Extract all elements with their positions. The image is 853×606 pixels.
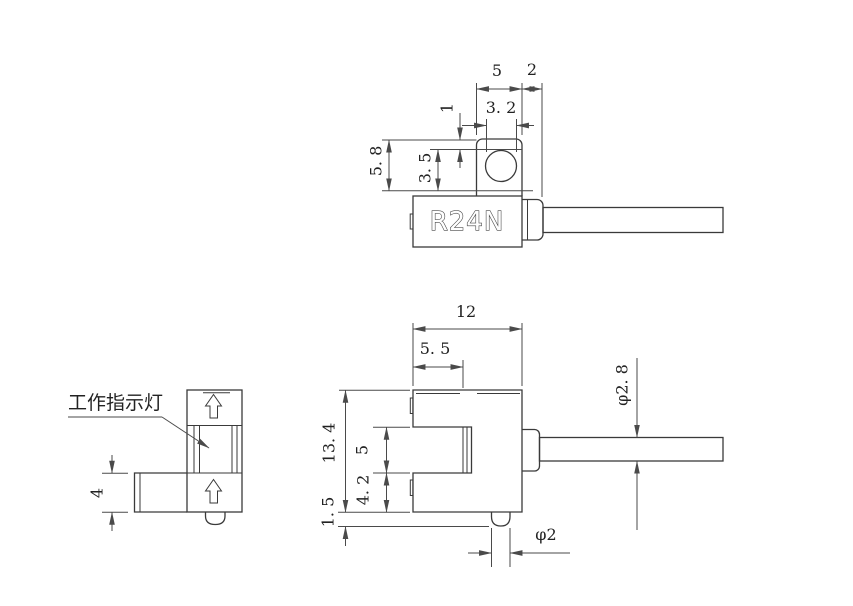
top-view: R24N 5 2 3. 2 1 3. 5 5. 8	[367, 60, 724, 248]
top-view-head-outline	[475, 138, 523, 196]
dim-text-5-5: 5. 5	[420, 339, 451, 358]
front-left-bump	[409, 479, 414, 496]
front-cable	[538, 436, 724, 462]
front-pin	[490, 512, 511, 527]
leader-arrow	[161, 416, 210, 449]
side-left-arm	[133, 472, 187, 513]
side-pin	[204, 512, 226, 526]
side-view-body	[186, 389, 243, 513]
front-view-body	[412, 389, 523, 513]
optical-axis-arrow-up-icon	[204, 478, 223, 504]
dim-text-5-8: 5. 8	[367, 146, 386, 177]
dim-text-cable-dia: φ2. 8	[613, 364, 632, 406]
dim-text-5: 5	[492, 61, 502, 80]
dim-text-pin-dia: φ2	[535, 525, 556, 544]
front-left-bump	[409, 397, 414, 414]
dim-text-2: 2	[527, 60, 537, 79]
dim-text-slot-5: 5	[353, 445, 372, 455]
optical-axis-arrow-up-icon	[204, 393, 223, 419]
dim-text-3-5: 3. 5	[416, 153, 435, 184]
dim-text-1-5: 1. 5	[319, 497, 338, 528]
front-view: 12 5. 5 13. 4 5 4. 2 1. 5 φ2. 8 φ2	[319, 302, 724, 567]
dim-text-1: 1	[438, 103, 457, 113]
model-label: R24N	[430, 207, 505, 237]
dim-text-4: 4	[88, 488, 107, 498]
dim-text-13-4: 13. 4	[320, 423, 339, 464]
mounting-hole	[484, 149, 518, 183]
dim-text-3-2: 3. 2	[486, 98, 517, 117]
dim-text-4-2: 4. 2	[354, 475, 373, 506]
side-view: 工作指示灯 4	[68, 389, 243, 531]
top-view-cable-bushing	[522, 198, 544, 241]
top-view-left-bump	[409, 213, 414, 230]
front-cable-bushing	[522, 428, 541, 472]
dim-text-12: 12	[456, 302, 476, 321]
indicator-label: 工作指示灯	[68, 392, 163, 414]
top-view-cable	[542, 206, 724, 234]
